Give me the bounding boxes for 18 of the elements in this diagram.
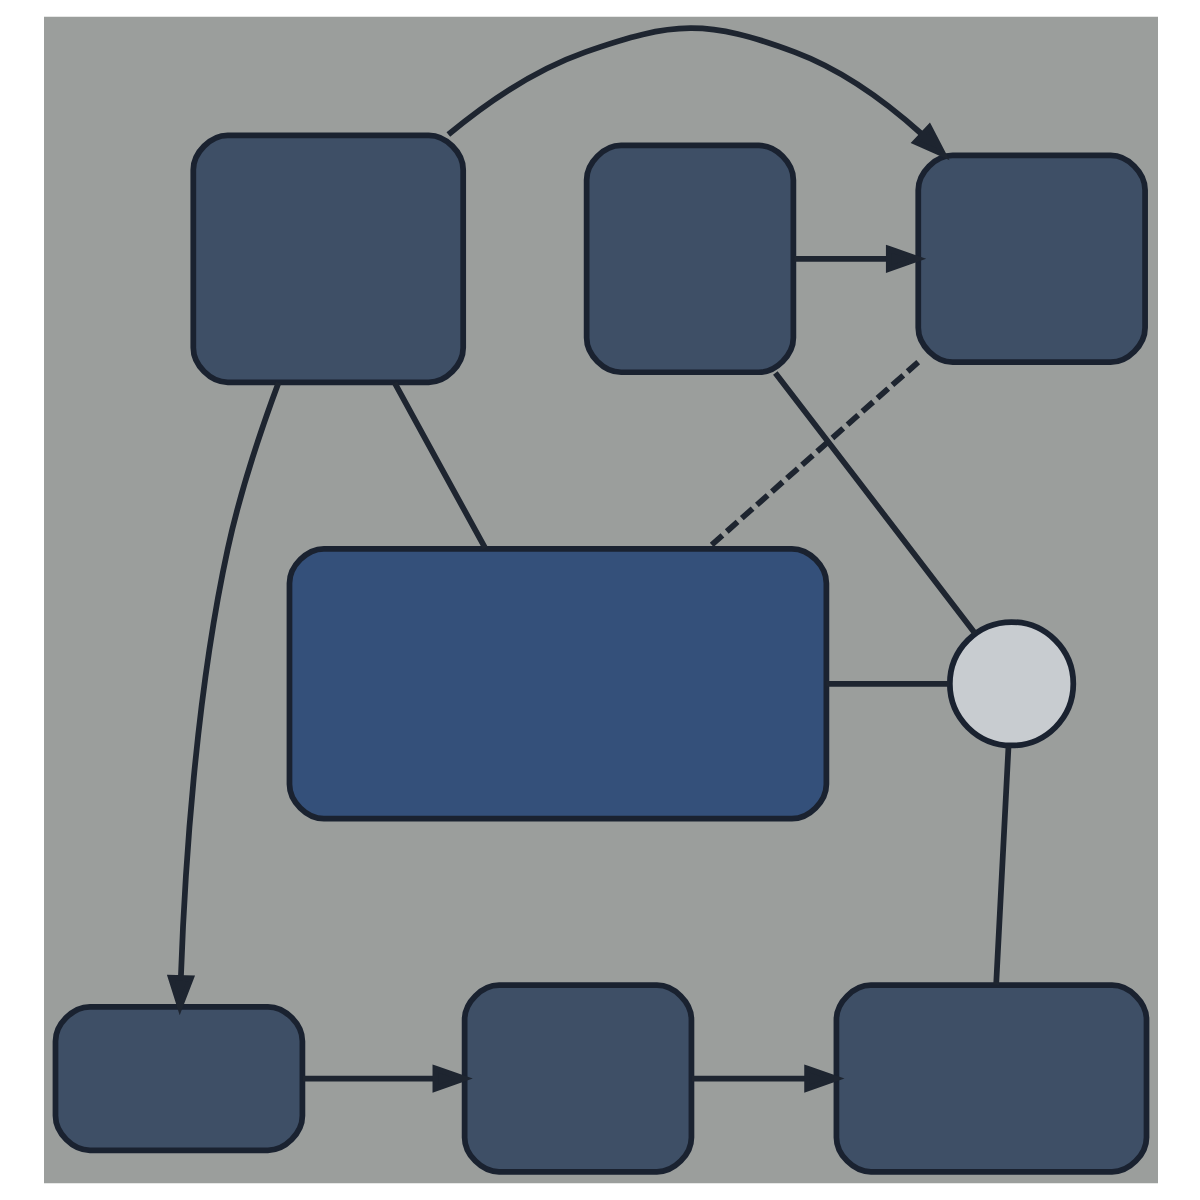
- arrow: [301, 1064, 472, 1093]
- node-box: [51, 1003, 305, 1154]
- arrow: [445, 25, 949, 161]
- arrow: [793, 244, 926, 273]
- connector: [825, 680, 949, 687]
- node-box: [914, 152, 1147, 366]
- connector: [704, 359, 920, 551]
- connector: [992, 745, 1011, 985]
- arrow: [165, 381, 281, 1016]
- node-box: [189, 132, 466, 386]
- node-box: [285, 545, 829, 822]
- node-box: [460, 982, 694, 1175]
- connector: [772, 371, 977, 636]
- node-box: [582, 142, 796, 376]
- connector: [391, 381, 487, 550]
- node-circle: [945, 619, 1076, 749]
- node-box: [832, 982, 1149, 1175]
- arrow: [690, 1064, 844, 1093]
